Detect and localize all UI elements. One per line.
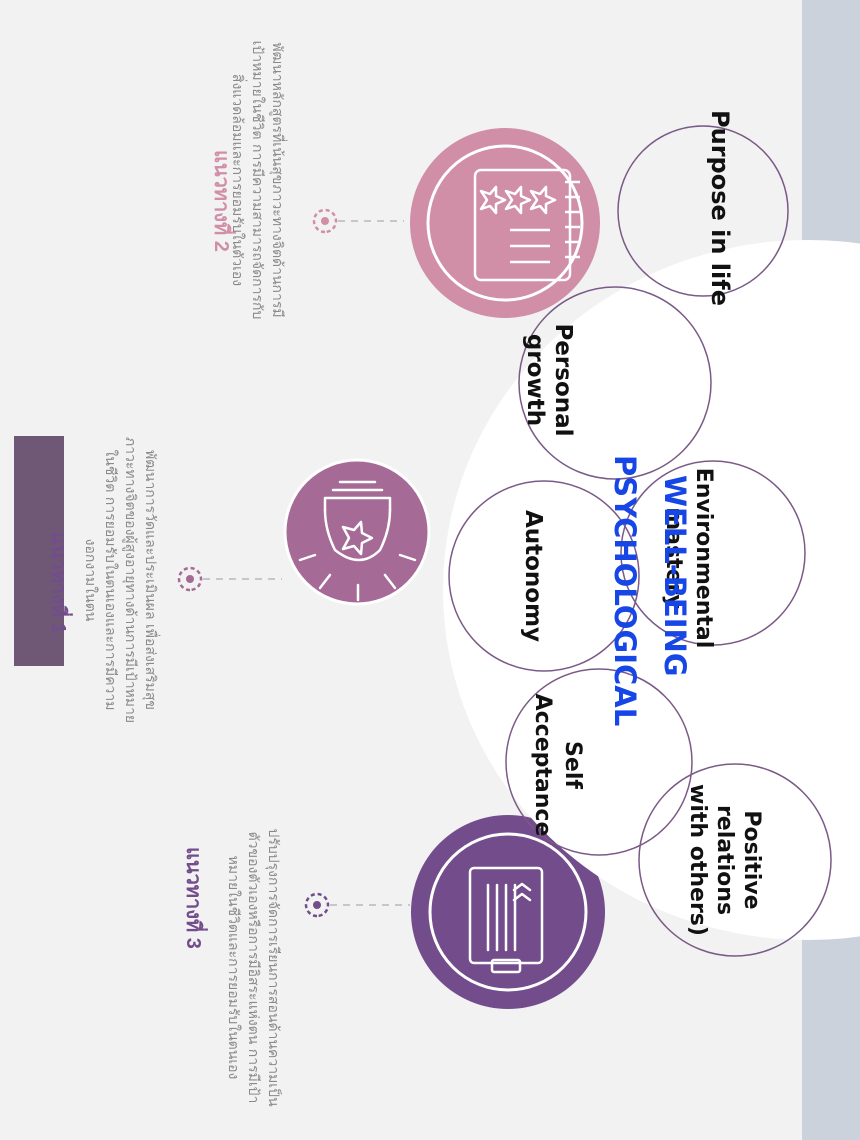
autonomy-circle xyxy=(448,480,640,672)
node-personal-growth-line1: Personal xyxy=(550,323,576,437)
node-autonomy: Autonomy xyxy=(520,509,546,643)
lightbulb-star-icon xyxy=(298,480,417,602)
approach-circle-1 xyxy=(283,458,431,606)
approach-1-description: พัฒนาการวัดและประเมินผล เพื่อส่งเสริมสุข… xyxy=(82,436,158,724)
dome-background xyxy=(443,240,860,940)
notepad-stars-icon xyxy=(473,168,580,282)
self-acceptance-circle xyxy=(505,668,693,856)
target-dot-1 xyxy=(177,566,203,592)
node-purpose-in-life: Purpose in life xyxy=(706,110,734,306)
node-personal-growth-line2: growth xyxy=(522,333,548,427)
node-positive-relations-line1: Positive xyxy=(739,810,764,910)
approach-2-description: พัฒนาหลักสูตรที่เน้นสุขภาวะทางจิตด้านการ… xyxy=(229,40,285,320)
approach-circle-3-inner xyxy=(428,832,588,992)
node-self-acceptance-line1: Self xyxy=(560,741,585,789)
node-personal-growth: Personal growth xyxy=(521,300,577,460)
target-dot-2 xyxy=(312,208,338,234)
node-positive-relations-line2: relations xyxy=(712,804,737,916)
personal-growth-circle xyxy=(518,286,712,480)
positive-relations-circle xyxy=(638,763,832,957)
target-dot-3 xyxy=(304,892,330,918)
diagram-title-line1: PSYCHOLOGICAL xyxy=(608,455,642,727)
header-bar xyxy=(14,436,64,666)
node-positive-relations: Positive relations with others) xyxy=(684,780,765,940)
diagram-title-line2: WELL-BEING xyxy=(658,475,692,677)
clipboard-icon xyxy=(468,866,544,974)
approach-3-heading: แนวทางที่ 3 xyxy=(182,847,204,949)
approach-3-description: ปรับปรุงการจัดการเรียนการสอนด้านความเป็น… xyxy=(225,828,281,1107)
node-environmental-mastery-line1: Environmental xyxy=(691,467,716,649)
node-self-acceptance: Self Acceptance xyxy=(527,690,587,840)
node-self-acceptance-line2: Acceptance xyxy=(530,693,555,837)
diagram-circles xyxy=(448,125,832,957)
environmental-circle xyxy=(620,460,806,646)
node-positive-relations-line3: with others) xyxy=(685,784,710,936)
purpose-circle xyxy=(617,125,789,297)
approach-1-heading: แนวทางที่ 1 xyxy=(47,532,69,634)
